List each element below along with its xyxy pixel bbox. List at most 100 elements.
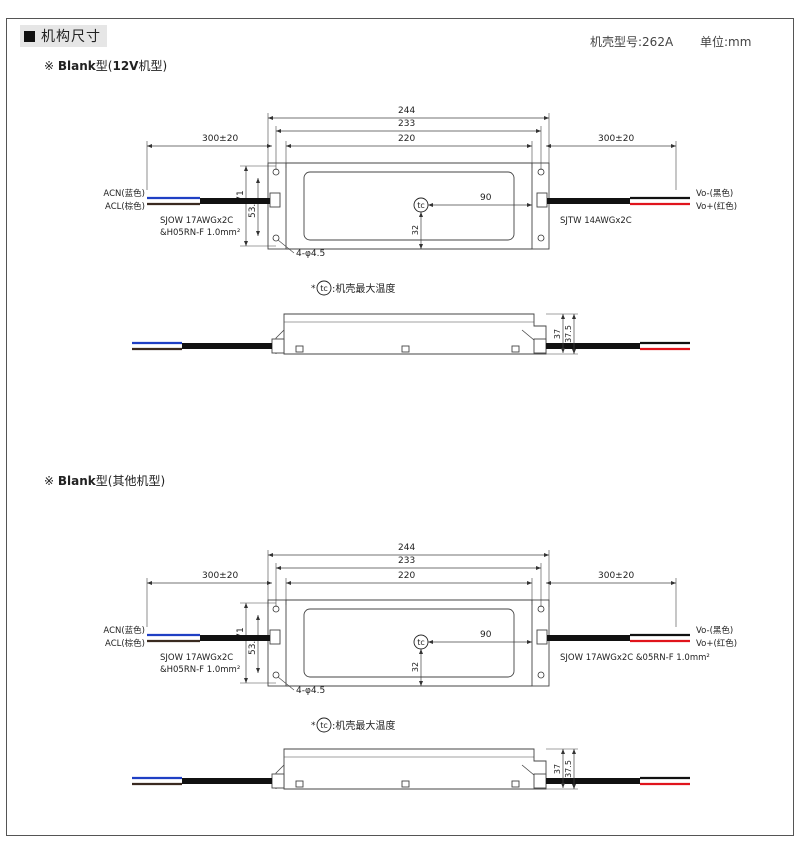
case-label-area (303, 171, 515, 241)
dim-height-inner-label: 53.8 (248, 198, 258, 218)
dim-height-inner-arrow-t (256, 615, 260, 620)
mount-hole-2 (537, 605, 545, 613)
label-input-cable-2: &H05RN-F 1.0mm² (160, 228, 240, 238)
dim-tc-y-arrow-b (419, 244, 423, 249)
dim-height-inner-label: 53.8 (248, 635, 258, 655)
dim-overall-label: 244 (398, 106, 415, 116)
output-grommet (536, 192, 548, 208)
label-acn: ACN(蓝色) (103, 625, 145, 636)
drawing-frame (6, 18, 794, 836)
section-title: 机构尺寸 (20, 25, 107, 47)
tc-note-symbol: tc (320, 721, 328, 730)
mount-hole-3 (272, 234, 280, 242)
dim-cable-left-arrow-l (147, 581, 152, 585)
dim-cable-right-arrow-r (671, 144, 676, 148)
dim-height-inner-arrow-b (256, 668, 260, 673)
dim-body-label: 220 (398, 134, 415, 144)
mount-hole-1 (272, 605, 280, 613)
side-foot-right (521, 764, 535, 776)
dim-mount-arrow-l (276, 566, 281, 570)
case-body (267, 162, 550, 250)
dim-cable-left-arrow-r (267, 581, 272, 585)
label-output-cable: SJTW 14AWGx2C (560, 216, 632, 226)
dim-height-inner-arrow-b (256, 231, 260, 236)
dim-height-outer-arrow-t (244, 166, 248, 171)
case-inner-body (285, 599, 533, 687)
dim-mount-arrow-l (276, 129, 281, 133)
label-acn: ACN(蓝色) (103, 188, 145, 199)
dim-side-height-arrow-b (561, 348, 565, 353)
dim-mount-arrow-r (536, 566, 541, 570)
square-bullet-icon (24, 31, 35, 42)
label-vo-minus: Vo-(黑色) (696, 188, 733, 199)
side-output-grommet (533, 338, 547, 354)
tc-note-symbol: tc (320, 284, 328, 293)
tc-note-marker (316, 717, 332, 733)
side-foot-right (521, 329, 535, 341)
dim-side-height-label: 37 (553, 764, 562, 774)
note-symbol: ※ (44, 59, 55, 73)
dim-side-height-2-arrow-t (572, 314, 576, 319)
hole-leader (277, 676, 295, 691)
mount-hole-2 (537, 168, 545, 176)
dim-hole-label: 4-φ4.5 (296, 686, 325, 696)
dim-tc-x-label: 90 (480, 630, 492, 640)
variant-voltage: 12V (112, 59, 139, 73)
dim-height-inner-arrow-t (256, 178, 260, 183)
label-input-cable-1: SJOW 17AWGx2C (160, 653, 233, 663)
case-inner-body (285, 162, 533, 250)
dim-tc-x-arrow-l (428, 640, 433, 644)
dim-hole-label: 4-φ4.5 (296, 249, 325, 259)
side-tab-2 (401, 780, 410, 788)
variant-name: Blank (57, 474, 96, 488)
mount-hole-1 (272, 168, 280, 176)
dim-side-height-label: 37 (553, 329, 562, 339)
dim-tc-x-label: 90 (480, 193, 492, 203)
hole-leader (277, 239, 295, 254)
dim-side-height-2-label: 37.5 (564, 760, 573, 778)
label-acl: ACL(棕色) (105, 638, 145, 649)
dim-tc-x-arrow-r (527, 203, 532, 207)
tc-note-marker (316, 280, 332, 296)
dim-tc-x-arrow-r (527, 640, 532, 644)
dim-side-height-arrow-t (561, 314, 565, 319)
dim-cable-right-label: 300±20 (598, 134, 634, 144)
side-tab-3 (511, 780, 520, 788)
side-output-grommet (533, 773, 547, 789)
dim-height-outer-arrow-b (244, 678, 248, 683)
dim-side-height-arrow-b (561, 783, 565, 788)
case-model: 机壳型号:262A (590, 35, 674, 49)
note-symbol: ※ (44, 474, 55, 488)
dim-tc-y-label: 32 (411, 662, 420, 672)
label-input-cable-2: &H05RN-F 1.0mm² (160, 665, 240, 675)
side-input-grommet (271, 773, 285, 789)
label-acl: ACL(棕色) (105, 201, 145, 212)
side-case-body (283, 313, 547, 355)
dim-overall-arrow-r (544, 553, 549, 557)
input-grommet (269, 629, 281, 645)
mount-hole-4 (537, 234, 545, 242)
dim-body-arrow-l (286, 144, 291, 148)
tc-note-bullet: * (311, 721, 316, 731)
output-grommet (536, 629, 548, 645)
dim-side-height-2-arrow-b (572, 349, 576, 354)
input-grommet (269, 192, 281, 208)
dim-body-arrow-r (527, 581, 532, 585)
dim-body-arrow-r (527, 144, 532, 148)
dim-mount-label: 233 (398, 556, 415, 566)
dim-tc-x-arrow-l (428, 203, 433, 207)
dim-cable-left-arrow-l (147, 144, 152, 148)
dim-cable-left-arrow-r (267, 144, 272, 148)
label-vo-plus: Vo+(红色) (696, 201, 737, 212)
side-input-grommet (271, 338, 285, 354)
side-tab-1 (295, 780, 304, 788)
case-label-area (303, 608, 515, 678)
dim-overall-arrow-r (544, 116, 549, 120)
tc-note-text: :机壳最大温度 (332, 719, 395, 732)
tc-marker-label: tc (417, 201, 425, 210)
dim-cable-right-arrow-l (546, 144, 551, 148)
section-title-text: 机构尺寸 (41, 29, 101, 45)
variant-suffix: 型( (95, 59, 113, 73)
